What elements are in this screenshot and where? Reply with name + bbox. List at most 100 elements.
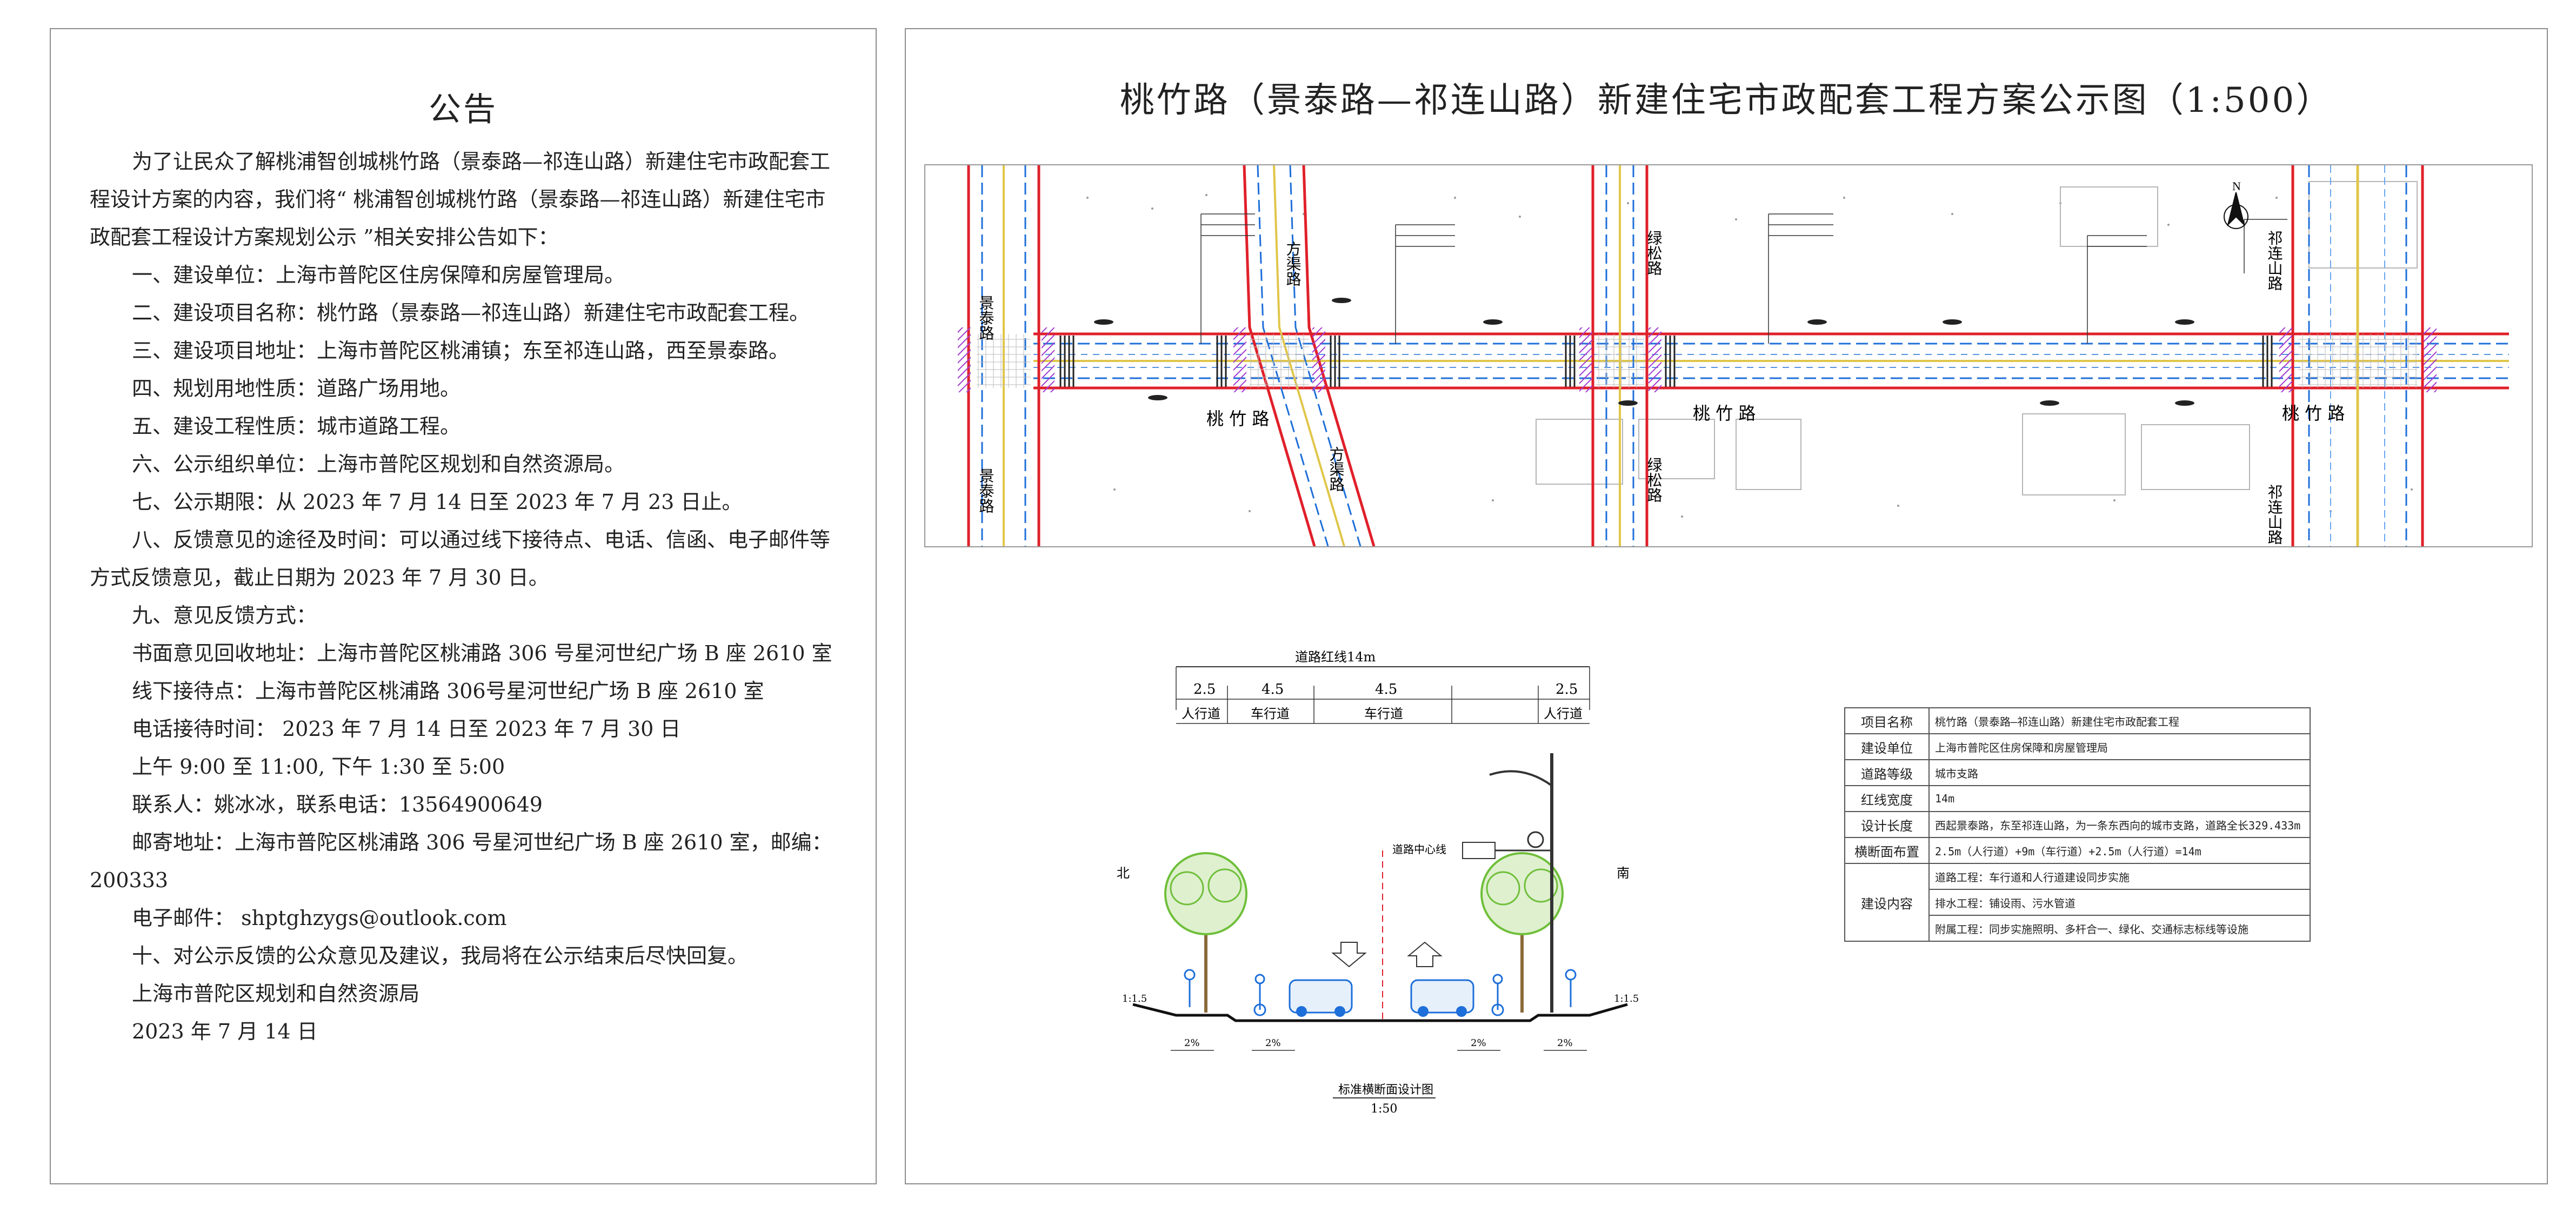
width-lane-north: 4.5 <box>1262 681 1284 698</box>
side-slope-north: 1:1.5 <box>1122 993 1147 1004</box>
notice-item-4: 四、规划用地性质：道路广场用地。 <box>132 377 461 400</box>
table-key: 红线宽度 <box>1844 785 1930 812</box>
pedestrian-north <box>1184 969 1196 1007</box>
table-value: 城市支路 <box>1928 759 2311 786</box>
north-arrow: N <box>2224 179 2248 229</box>
section-caption: 标准横断面设计图 <box>1338 1083 1433 1097</box>
road-label-taozhu-right: 桃 竹 路 <box>2282 403 2345 424</box>
notice-item-1: 一、建设单位：上海市普陀区住房保障和房屋管理局。 <box>132 263 625 287</box>
table-key: 项目名称 <box>1844 707 1930 734</box>
notice-title: 公告 <box>429 91 498 129</box>
jingtai-road <box>967 165 1040 546</box>
lane-label-carriageway-north: 车行道 <box>1251 706 1290 721</box>
street-lamps <box>1094 298 2194 406</box>
notice-email: 电子邮件： shptghzygs@outlook.com <box>132 906 507 930</box>
notice-body: 为了让民众了解桃浦智创城桃竹路（景泰路—祁连山路）新建住宅市政配套工程设计方案的… <box>90 143 838 1050</box>
slope-label-2: 2% <box>1265 1037 1281 1049</box>
side-slope-south: 1:1.5 <box>1614 993 1639 1004</box>
table-row: 建设单位 上海市普陀区住房保障和房屋管理局 <box>1844 733 2311 760</box>
table-value: 排水工程：铺设雨、污水管道 <box>1928 889 2311 916</box>
zebra-crossings <box>1059 336 2273 387</box>
car-south <box>1410 979 1474 1017</box>
car-north <box>1289 979 1353 1017</box>
street-lamp-pole <box>1462 753 1553 1013</box>
taozhu-road <box>974 332 2509 390</box>
notice-signature: 上海市普陀区规划和自然资源局 <box>132 982 420 1006</box>
fangqu-road <box>1243 165 1376 546</box>
table-key: 建设内容 <box>1844 863 1930 942</box>
table-row: 道路等级 城市支路 <box>1844 759 2311 786</box>
table-value: 西起景泰路，东至祁连山路，为一条东西向的城市支路，道路全长329.433m <box>1928 811 2311 838</box>
plan-drawing: N 桃 竹 路 桃 竹 路 桃 竹 路 景泰路 景泰路 方渠路 方渠路 绿松路 … <box>958 165 2509 546</box>
cross-section-drawing: 道路红线14m 2.5 4.5 4.5 2.5 人行道 车行道 车行道 人行道 … <box>1117 649 1639 1116</box>
table-row: 排水工程：铺设雨、污水管道 <box>1845 889 2311 916</box>
plan-view: N 桃 竹 路 桃 竹 路 桃 竹 路 景泰路 景泰路 方渠路 方渠路 绿松路 … <box>924 164 2533 547</box>
notice-item-2: 二、建设项目名称：桃竹路（景泰路—祁连山路）新建住宅市政配套工程。 <box>132 301 810 325</box>
slope-label-1: 2% <box>1184 1037 1200 1049</box>
north-label: N <box>2232 179 2241 193</box>
table-value: 道路工程：车行道和人行道建设同步实施 <box>1928 863 2311 890</box>
tree-north <box>1164 852 1247 1013</box>
notice-phone-hours: 上午 9:00 至 11:00, 下午 1:30 至 5:00 <box>132 755 505 779</box>
cyclist-north <box>1253 974 1266 1016</box>
direction-arrow-down <box>1331 942 1367 968</box>
cyclist-south <box>1491 974 1504 1016</box>
lane-label-carriageway-south: 车行道 <box>1364 706 1403 721</box>
table-value: 14m <box>1928 785 2311 812</box>
slope-label-4: 2% <box>1557 1037 1573 1049</box>
notice-item-9: 九、意见反馈方式： <box>132 604 317 627</box>
table-key: 道路等级 <box>1844 759 1930 786</box>
drawing-panel: 桃竹路（景泰路—祁连山路）新建住宅市政配套工程方案公示图（1:500） <box>905 28 2548 1184</box>
table-value: 2.5m（人行道）+9m（车行道）+2.5m（人行道）=14m <box>1928 837 2311 864</box>
slope-label-3: 2% <box>1471 1037 1486 1049</box>
table-row: 设计长度 西起景泰路，东至祁连山路，为一条东西向的城市支路，道路全长329.43… <box>1844 811 2311 838</box>
road-surface <box>1132 1003 1628 1022</box>
table-row: 附属工程：同步实施照明、多杆合一、绿化、交通标志标线等设施 <box>1845 915 2311 942</box>
road-label-fangqu-north: 方渠路 <box>1284 241 1302 286</box>
tree-south <box>1480 852 1564 1013</box>
road-label-lvsong-north: 绿松路 <box>1645 230 1663 276</box>
direction-arrow-up <box>1407 941 1443 967</box>
width-lane-south: 4.5 <box>1375 681 1397 698</box>
notice-item-5: 五、建设工程性质：城市道路工程。 <box>132 414 461 438</box>
drawing-title: 桃竹路（景泰路—祁连山路）新建住宅市政配套工程方案公示图（1:500） <box>1119 81 2333 120</box>
table-value: 附属工程：同步实施照明、多杆合一、绿化、交通标志标线等设施 <box>1928 915 2311 942</box>
table-key: 设计长度 <box>1844 811 1930 838</box>
notice-item-7: 七、公示期限：从 2023 年 7 月 14 日至 2023 年 7 月 23 … <box>132 490 743 514</box>
notice-postal: 邮寄地址：上海市普陀区桃浦路 306 号星河世纪广场 B 座 2610 室，邮编… <box>90 830 832 892</box>
notice-date: 2023 年 7 月 14 日 <box>132 1020 318 1043</box>
notice-item-8: 八、反馈意见的途径及时间：可以通过线下接待点、电话、信函、电子邮件等方式反馈意见… <box>90 528 831 589</box>
crosswalks <box>958 327 2437 392</box>
project-info-table: 项目名称 桃竹路（景泰路—祁连山路）新建住宅市政配套工程 建设单位 上海市普陀区… <box>1844 707 2311 942</box>
notice-written-address: 书面意见回收地址：上海市普陀区桃浦路 306 号星河世纪广场 B 座 2610 … <box>132 641 832 665</box>
qilianshan-road <box>2291 165 2424 546</box>
road-label-jingtai-south: 景泰路 <box>977 468 995 513</box>
lane-label-sidewalk-north: 人行道 <box>1182 706 1220 721</box>
road-label-jingtai-north: 景泰路 <box>977 295 995 340</box>
table-row: 横断面布置 2.5m（人行道）+9m（车行道）+2.5m（人行道）=14m <box>1844 837 2311 864</box>
width-sidewalk-north: 2.5 <box>1193 681 1216 698</box>
table-key: 建设单位 <box>1844 733 1930 760</box>
notice-offline-point: 线下接待点：上海市普陀区桃浦路 306号星河世纪广场 B 座 2610 室 <box>132 679 764 703</box>
notice-panel: 公告 为了让民众了解桃浦智创城桃竹路（景泰路—祁连山路）新建住宅市政配套工程设计… <box>50 28 877 1184</box>
road-label-taozhu-east: 桃 竹 路 <box>1693 403 1756 424</box>
annotation-leaders <box>1200 213 2287 344</box>
notice-contact: 联系人：姚冰冰，联系电话：13564900649 <box>132 793 543 816</box>
notice-phone-time: 电话接待时间： 2023 年 7 月 14 日至 2023 年 7 月 30 日 <box>132 717 681 741</box>
notice-item-10: 十、对公示反馈的公众意见及建议，我局将在公示结束后尽快回复。 <box>132 944 749 968</box>
road-label-qilianshan-south: 祁连山路 <box>2266 484 2284 545</box>
north-direction-label: 北 <box>1117 866 1130 881</box>
table-row: 项目名称 桃竹路（景泰路—祁连山路）新建住宅市政配套工程 <box>1844 707 2311 734</box>
road-label-lvsong-south: 绿松路 <box>1645 457 1663 502</box>
table-key: 横断面布置 <box>1844 837 1930 864</box>
notice-item-6: 六、公示组织单位：上海市普陀区规划和自然资源局。 <box>132 452 625 476</box>
table-value: 桃竹路（景泰路—祁连山路）新建住宅市政配套工程 <box>1928 707 2311 734</box>
road-label-fangqu-south: 方渠路 <box>1327 446 1345 492</box>
road-label-taozhu-west: 桃 竹 路 <box>1206 408 1269 429</box>
lane-label-sidewalk-south: 人行道 <box>1544 706 1583 721</box>
pedestrian-south <box>1565 969 1577 1007</box>
centerline-label: 道路中心线 <box>1392 843 1446 856</box>
section-scale: 1:50 <box>1371 1102 1397 1116</box>
width-sidewalk-south: 2.5 <box>1556 681 1578 698</box>
road-label-qilianshan-north: 祁连山路 <box>2266 230 2284 291</box>
